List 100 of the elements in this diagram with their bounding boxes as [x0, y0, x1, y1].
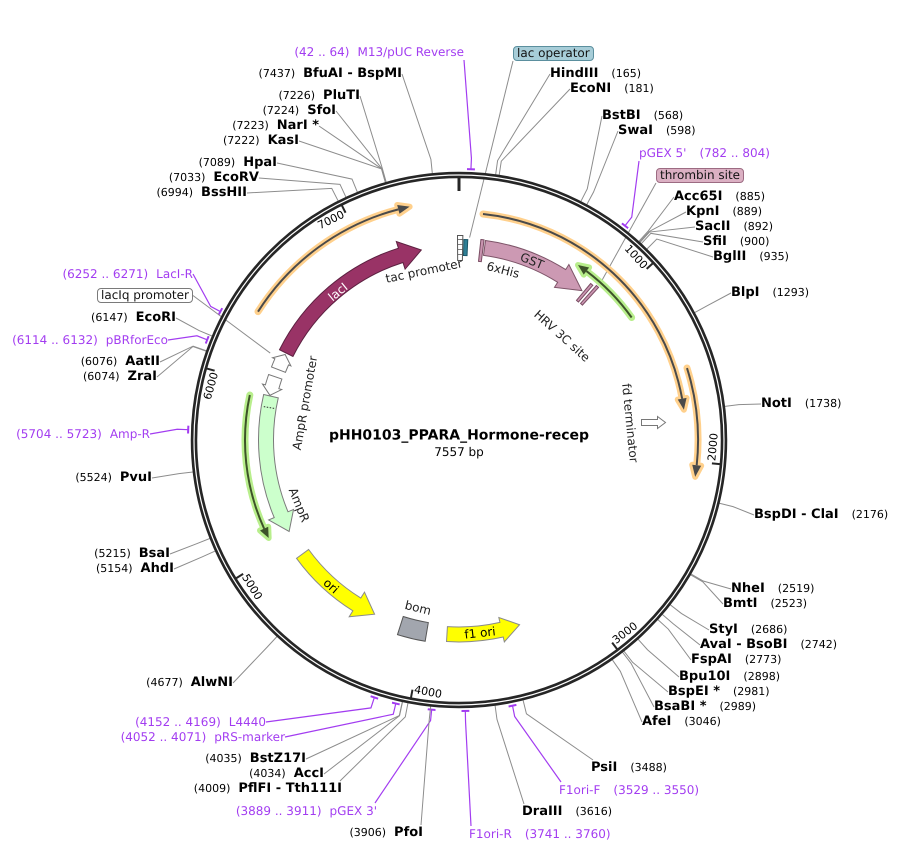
primer-position: (4052 .. 4071): [120, 729, 206, 745]
enzyme-name: AlwNI: [190, 675, 233, 691]
cut-position: (7224): [262, 103, 300, 119]
enzyme-name: HpaI: [243, 155, 277, 171]
leader-line: [469, 60, 514, 238]
feature-block: [640, 414, 666, 430]
cut-position: (5154): [96, 561, 133, 577]
leader-line: [152, 471, 194, 478]
enzyme-name: PluTI: [323, 88, 360, 104]
cut-position: (1738): [804, 396, 842, 412]
cut-position: (7222): [223, 133, 260, 149]
leader-line: [495, 74, 550, 176]
primer-position: (42 .. 64): [294, 44, 350, 60]
primer-position: (6252 .. 6271): [62, 266, 148, 282]
enzyme-name: ZraI: [128, 369, 157, 385]
enzyme-name: SfoI: [307, 103, 336, 119]
leader-line: [494, 705, 524, 804]
feature-label: bom: [403, 598, 432, 618]
enzyme-name: BssHII: [201, 185, 247, 201]
feature-box: [396, 614, 430, 643]
leader-line: [694, 292, 732, 314]
leader-line: [246, 188, 339, 202]
leader-line: [420, 706, 432, 826]
cut-position: (2742): [800, 637, 838, 653]
leader-line: [174, 550, 216, 570]
leader-line: [638, 196, 674, 242]
cut-position: (165): [611, 66, 642, 82]
primer-position: (5704 .. 5723): [16, 426, 102, 442]
feature-bar: [575, 282, 595, 304]
feature-label: tac promoter: [384, 256, 464, 286]
leader-line: [620, 160, 640, 230]
leader-line: [266, 695, 380, 723]
cut-position: (2686): [750, 622, 788, 638]
leader-line: [498, 88, 570, 176]
primer-position: (3529 .. 3550): [613, 782, 700, 798]
enzyme-name: BglII: [713, 249, 746, 265]
feature-label: f1 ori: [464, 624, 496, 642]
leader-line: [670, 604, 710, 630]
leader-line: [176, 318, 212, 336]
cut-position: (3488): [630, 760, 667, 776]
feature-label: ori: [320, 576, 342, 596]
primer-name: L4440: [228, 714, 266, 730]
leader-line: [318, 126, 386, 183]
enzyme-name: DraIII: [522, 804, 562, 820]
feature-bar: [462, 238, 470, 257]
primer-position: (3741 .. 3760): [524, 826, 611, 842]
primer-name: pRS-marker: [214, 729, 285, 745]
cut-position: (892): [744, 219, 774, 235]
cut-position: (4035): [205, 751, 242, 767]
cut-position: (2176): [852, 507, 888, 523]
feature-label: HRV 3C site: [531, 307, 593, 365]
cut-position: (2989): [720, 699, 756, 715]
leader-line: [232, 636, 278, 684]
cut-position: (885): [735, 189, 765, 205]
primer-position: (6114 .. 6132): [12, 332, 98, 348]
leader-line: [646, 238, 714, 258]
leader-line: [168, 335, 210, 345]
leader-line: [156, 346, 207, 378]
enzyme-name: PflFI - Tth111I: [238, 781, 342, 797]
cut-position: (5215): [94, 546, 131, 562]
cut-position: (1293): [772, 285, 810, 301]
leader-line: [324, 701, 403, 774]
cut-position: (4677): [146, 675, 183, 691]
cut-position: (7437): [258, 66, 296, 82]
leader-line: [360, 96, 387, 183]
leader-line: [522, 700, 594, 760]
leader-line: [192, 295, 271, 354]
feature-label: lacI: [326, 280, 350, 304]
leader-line: [463, 60, 476, 170]
feature-block: [294, 548, 376, 618]
leader-line: [374, 708, 437, 804]
enzyme-name: BstBI: [602, 108, 641, 124]
feature-label: fd terminator: [619, 382, 641, 464]
leader-line: [276, 162, 358, 193]
enzyme-name: KpnI: [686, 204, 720, 220]
cut-position: (5524): [75, 470, 112, 486]
scale-label: 7000: [316, 208, 347, 232]
enzyme-name: SacII: [695, 219, 731, 235]
cut-position: (889): [732, 204, 762, 220]
leader-line: [150, 424, 190, 435]
enzyme-name: FspAI: [691, 652, 732, 668]
leader-line: [724, 404, 762, 407]
cut-position: (181): [624, 81, 654, 97]
plasmid-name: pHH0103_PPARA_Hormone-recep: [328, 428, 590, 444]
feature-tag: thrombin site: [656, 168, 744, 183]
leader-line: [258, 178, 346, 198]
primer-position: (782 .. 804): [699, 145, 770, 161]
cut-position: (7089): [198, 155, 236, 171]
leader-line: [580, 116, 602, 202]
enzyme-name: AfeI: [642, 714, 672, 730]
cut-position: (6994): [156, 185, 194, 201]
cut-position: (2898): [743, 669, 780, 685]
enzyme-name: BsaI: [138, 546, 170, 562]
cut-position: (4009): [194, 781, 230, 797]
feature-label: 6xHis: [485, 259, 521, 281]
scale-label: 4000: [413, 683, 444, 702]
leader-line: [657, 619, 692, 660]
cut-position: (2519): [778, 581, 814, 597]
cut-position: (3046): [684, 714, 721, 730]
leader-line: [640, 226, 696, 243]
